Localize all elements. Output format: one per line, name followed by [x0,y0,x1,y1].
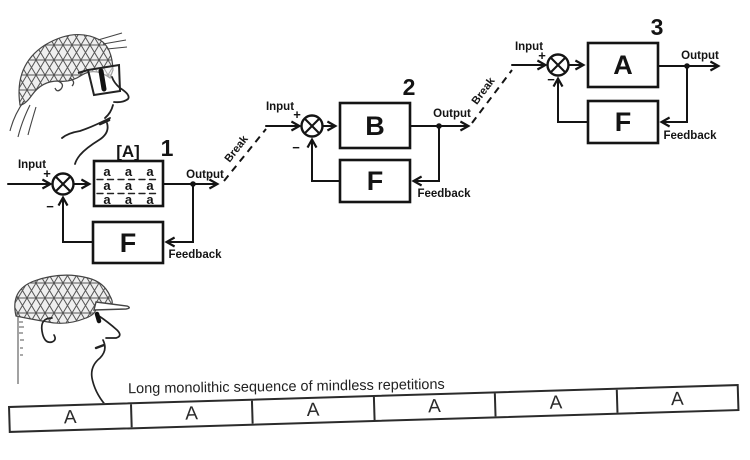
feedback-loop-2: 2 Input + B Output F Feedback − [265,74,471,204]
matrix-cell: a [103,192,111,207]
loop3-feedback-box [586,99,660,145]
matrix-cell: a [125,192,133,207]
loop1-matrix-cells: a a a a a a a a a [103,164,154,207]
loop1-return-line [57,195,94,243]
loop2-plus-sign: + [293,107,301,122]
loop1-number: 1 [161,135,174,161]
glasses-icon [77,63,122,97]
loop2-input-label: Input [266,101,294,113]
break-label: Break [470,75,499,107]
loop1-feedback-box [91,220,165,265]
loop1-feedback-box-label: F [120,228,137,258]
strip-cell: A [131,400,254,428]
sketch-head-cap [14,274,130,409]
loop1-feedback-label: Feedback [168,249,222,261]
loop2-number: 2 [403,74,416,100]
face-profile [40,315,121,409]
loop3-feedback-box-label: F [615,107,632,137]
matrix-cell: a [103,164,111,179]
loop1-process-title: [A] [116,142,140,161]
strip-cell: A [670,388,684,410]
break-dashed-line [223,128,267,182]
matrix-cell: a [146,178,154,193]
loop3-plus-sign: + [538,48,546,63]
face-profile [61,76,130,165]
loop3-process-box [586,41,660,89]
matrix-cell: a [125,178,133,193]
loop2-process-label: B [365,111,385,141]
strip-cell: A [374,393,497,420]
loop1-input-label: Input [18,159,46,171]
loop3-input-label: Input [515,41,543,53]
feedback-loop-1: 1 [A] Input + a a a a a a a a a Output F… [7,135,224,265]
sketch-head-glasses [9,32,130,165]
loop3-return-line [552,76,589,123]
loop3-sum-cross [549,56,567,74]
loop2-process-box [338,101,412,150]
loop2-feedback-label: Feedback [417,188,471,200]
break-link-2-3: Break [470,69,513,124]
loop3-minus-sign: − [547,72,555,87]
loop1-sum-cross [54,175,72,193]
loop3-process-label: A [613,50,633,80]
loop2-feedback-line [411,125,440,187]
matrix-cell: a [103,178,111,193]
cap-brim [93,301,130,311]
matrix-cell: a [125,164,133,179]
break-label: Break [222,133,251,165]
loop1-feedback-line [164,183,194,248]
loop3-number: 3 [651,14,664,40]
ear-line [40,317,56,344]
cap-patterned [14,274,130,324]
loop3-feedback-line [659,65,688,128]
loop2-output-label: Output [433,108,471,120]
loop1-matrix-row-dividers [96,178,161,195]
matrix-cell: a [146,192,154,207]
neck-hatch-lines [17,316,24,384]
loop2-feedback-box-label: F [367,166,384,196]
break-dashed-line [471,69,513,124]
matrix-cell: a [146,164,154,179]
loop2-feedback-box [338,158,412,204]
loop2-sum-cross [303,117,321,135]
strip-cell: A [252,396,376,424]
feedback-loop-3: 3 Input + A Output F Feedback − [511,14,721,145]
feedback-loop-chain: 1 [A] Input + a a a a a a a a a Output F… [7,14,721,265]
loop1-plus-sign: + [43,166,51,181]
break-link-1-2: Break [222,128,267,182]
loop3-output-label: Output [681,50,719,62]
loop1-minus-sign: − [46,199,54,214]
loop2-minus-sign: − [292,140,300,155]
eye-mark [94,311,102,324]
loop1-output-label: Output [186,169,224,181]
eye-mark [98,68,107,92]
hair-patterned [9,32,128,138]
strip-cell: A [10,404,133,431]
loop3-feedback-label: Feedback [663,130,717,142]
strip-cell: A [495,389,618,417]
loop2-return-line [306,137,341,182]
